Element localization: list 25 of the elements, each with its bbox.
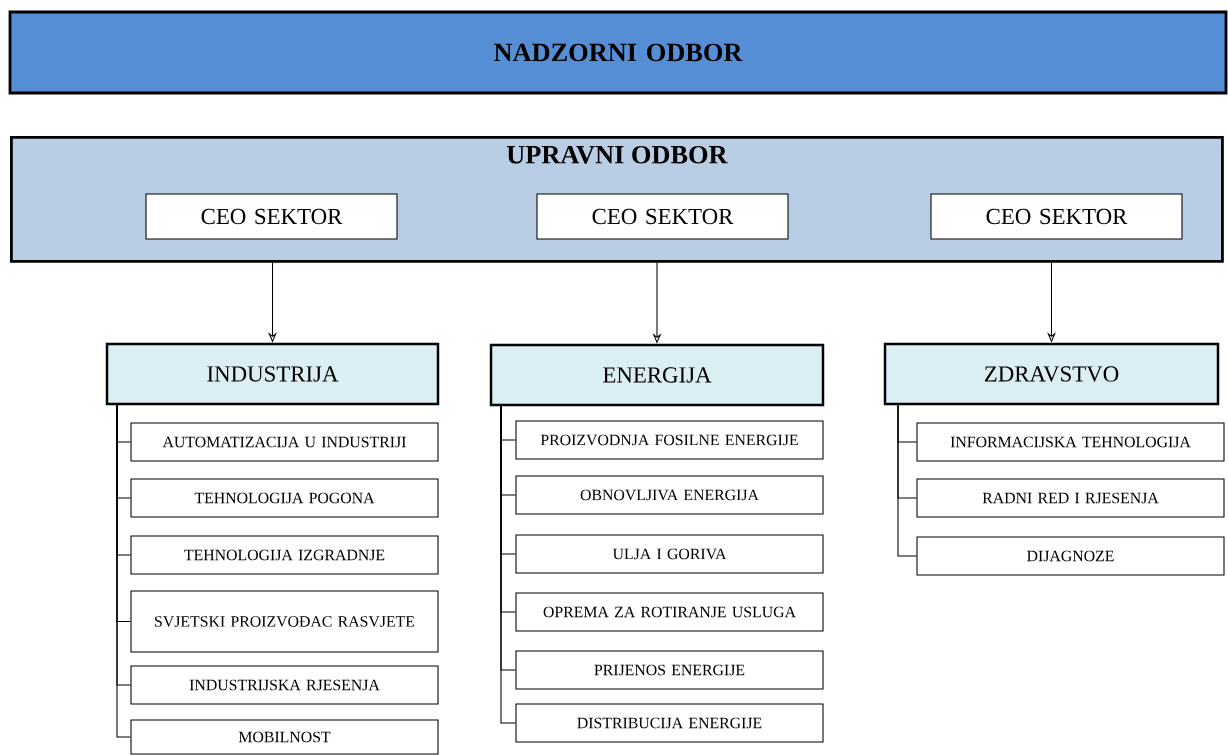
unit-box: MOBILNOST: [130, 719, 439, 755]
connector-line: [500, 405, 516, 724]
connector-line: [116, 404, 131, 738]
sector-box: CEO SEKTOR: [930, 193, 1183, 240]
sector-box: CEO SEKTOR: [536, 193, 789, 240]
unit-box: INDUSTRIJSKA RJESENJA: [130, 665, 439, 705]
unit-box: ULJA I GORIVA: [515, 534, 824, 574]
connector-line: [897, 404, 917, 557]
unit-box: TEHNOLOGIJA POGONA: [130, 478, 439, 518]
unit-box: RADNI RED I RJESENJA: [916, 478, 1225, 518]
top-board-box: NADZORNI ODBOR: [8, 10, 1228, 95]
unit-box: PRIJENOS ENERGIJE: [515, 650, 824, 690]
unit-box: OBNOVLJIVA ENERGIJA: [515, 475, 824, 515]
unit-box: DISTRIBUCIJA ENERGIJE: [515, 703, 824, 743]
unit-box: PROIZVODNJA FOSILNE ENERGIJE: [515, 420, 824, 460]
sector-box: CEO SEKTOR: [145, 193, 398, 240]
unit-box: DIJAGNOZE: [916, 536, 1225, 576]
unit-box: TEHNOLOGIJA IZGRADNJE: [130, 535, 439, 575]
unit-box: INFORMACIJSKA TEHNOLOGIJA: [916, 422, 1225, 462]
unit-box: OPREMA ZA ROTIRANJE USLUGA: [515, 592, 824, 632]
unit-box: AUTOMATIZACIJA U INDUSTRIJI: [130, 422, 439, 462]
unit-box: SVJETSKI PROIZVOĐAC RASVJETE: [130, 590, 439, 653]
division-box: ZDRAVSTVO: [883, 342, 1220, 406]
division-box: INDUSTRIJA: [105, 342, 440, 406]
division-box: ENERGIJA: [489, 343, 825, 407]
